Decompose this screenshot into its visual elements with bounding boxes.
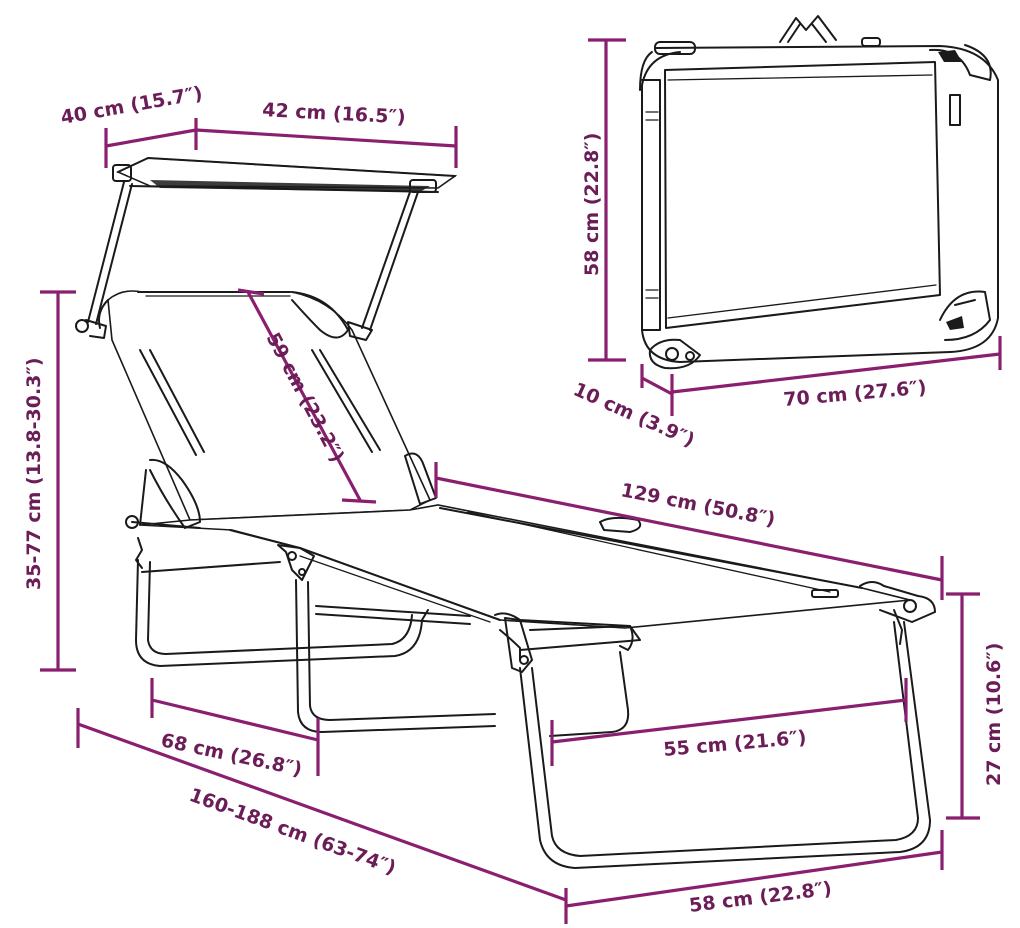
folded-thickness-label: 10 cm (3.9″): [570, 378, 698, 451]
total-width-label: 58 cm (22.8″): [688, 878, 833, 917]
canopy-drawing: [87, 157, 458, 331]
canopy-width-label: 42 cm (16.5″): [262, 99, 406, 128]
height-range-label: 35-77 cm (13.8-30.3″): [23, 357, 45, 590]
backrest-drawing: [75, 290, 437, 521]
dimension-lines: [40, 38, 1002, 924]
folded-length-label: 70 cm (27.6″): [783, 377, 928, 411]
seat-length-label: 129 cm (50.8″): [619, 479, 777, 530]
leg-span-label: 68 cm (26.8″): [159, 729, 304, 780]
folded-lounger-drawing: [639, 15, 999, 370]
seat-frame-drawing: [125, 458, 936, 869]
total-length-label: 160-188 cm (63-74″): [186, 784, 398, 879]
canopy-depth-label: 40 cm (15.7″): [59, 82, 204, 129]
folded-height-label: 58 cm (22.8″): [581, 133, 603, 276]
seat-height-label: 27 cm (10.6″): [983, 643, 1005, 786]
inner-width-label: 55 cm (21.6″): [663, 727, 808, 761]
